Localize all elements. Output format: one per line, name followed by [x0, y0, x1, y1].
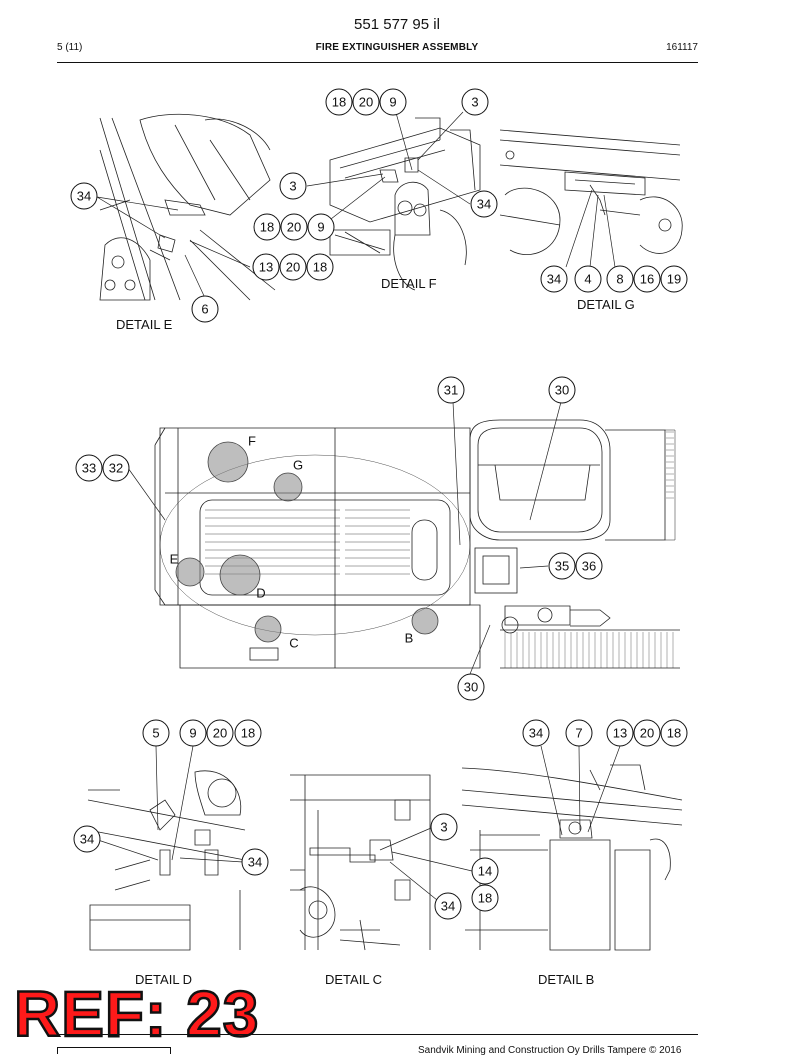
callout-g-2: 4 — [584, 272, 591, 287]
detail-letter-d: D — [256, 586, 265, 601]
callout-g-4: 16 — [640, 272, 654, 287]
detail-letter-g: G — [293, 458, 303, 473]
ref-stamp: REF: 23 — [13, 978, 260, 1050]
callout-e-1: 34 — [77, 189, 91, 204]
callout-d-2: 9 — [189, 726, 196, 741]
doc-number: 551 577 95 il — [354, 16, 440, 33]
header-rule — [57, 62, 698, 63]
detail-b-drawing — [461, 764, 683, 951]
callout-b-2: 7 — [575, 726, 582, 741]
callout-d-4: 18 — [241, 726, 255, 741]
detail-g-label: DETAIL G — [577, 297, 635, 312]
callout-d-3: 20 — [213, 726, 227, 741]
callout-g-1: 34 — [547, 272, 561, 287]
callout-c-3: 18 — [478, 891, 492, 906]
callout-e-5: 6 — [201, 302, 208, 317]
footer-copyright: Sandvik Mining and Construction Oy Drill… — [418, 1045, 682, 1056]
callout-b-5: 18 — [667, 726, 681, 741]
callout-main-5: 35 — [555, 559, 569, 574]
callout-f-1: 18 — [332, 95, 346, 110]
callout-d-5: 34 — [80, 832, 94, 847]
detail-letter-c: C — [289, 636, 298, 651]
detail-letter-b: B — [405, 631, 414, 646]
callout-d-6: 34 — [248, 855, 262, 870]
detail-c-drawing — [290, 774, 431, 951]
callout-e-3: 20 — [286, 260, 300, 275]
callout-b-4: 20 — [640, 726, 654, 741]
callout-d-1: 5 — [152, 726, 159, 741]
callout-f-2: 20 — [359, 95, 373, 110]
callout-f-6: 34 — [477, 197, 491, 212]
callout-c-1: 3 — [440, 820, 447, 835]
callout-f-7: 18 — [260, 220, 274, 235]
callout-main-6: 36 — [582, 559, 596, 574]
detail-e-label: DETAIL E — [116, 317, 173, 332]
detail-d-drawing — [87, 770, 246, 951]
callout-b-3: 13 — [613, 726, 627, 741]
callout-main-2: 30 — [555, 383, 569, 398]
callout-main-1: 31 — [444, 383, 458, 398]
callout-f-9: 9 — [317, 220, 324, 235]
callout-f-3: 9 — [389, 95, 396, 110]
callout-f-8: 20 — [287, 220, 301, 235]
callout-f-4: 3 — [471, 95, 478, 110]
callout-c-4: 34 — [441, 899, 455, 914]
detail-f-drawing — [329, 117, 481, 291]
detail-letter-e: E — [170, 552, 179, 567]
detail-b-label: DETAIL B — [538, 972, 595, 987]
detail-letter-f: F — [248, 434, 256, 449]
callout-f-5: 3 — [289, 179, 296, 194]
date-code: 161117 — [666, 42, 698, 53]
footer-rule — [57, 1034, 698, 1035]
callout-main-3: 33 — [82, 461, 96, 476]
detail-d-label: DETAIL D — [135, 972, 193, 987]
callout-e-4: 18 — [313, 260, 327, 275]
doc-title: FIRE EXTINGUISHER ASSEMBLY — [315, 42, 479, 53]
detail-g-drawing — [499, 129, 683, 255]
callout-b-1: 34 — [529, 726, 543, 741]
company-logo — [57, 1047, 171, 1054]
detail-e-drawing — [99, 113, 276, 301]
detail-f-label: DETAIL F — [381, 276, 437, 291]
callout-c-2: 14 — [478, 864, 492, 879]
callout-g-5: 19 — [667, 272, 681, 287]
callout-g-3: 8 — [616, 272, 623, 287]
page-index: 5 (11) — [57, 42, 83, 53]
main-top-view — [154, 419, 680, 669]
callout-e-2: 13 — [259, 260, 273, 275]
detail-c-label: DETAIL C — [325, 972, 383, 987]
callout-main-7: 30 — [464, 680, 478, 695]
callout-main-4: 32 — [109, 461, 123, 476]
